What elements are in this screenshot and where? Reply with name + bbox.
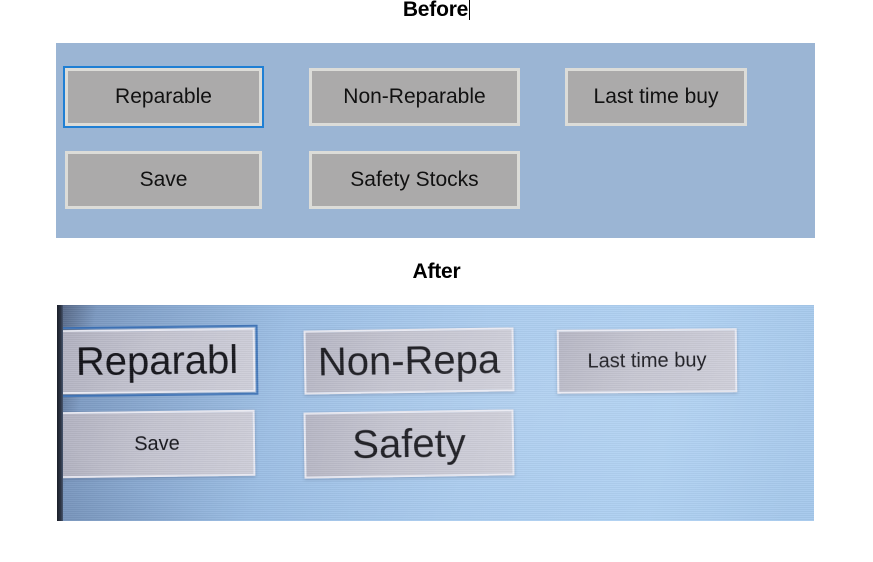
before-button-reparable[interactable]: Reparable (63, 66, 264, 128)
before-button-safety-stocks[interactable]: Safety Stocks (309, 151, 520, 209)
after-button-reparable-label: Reparabl (75, 337, 239, 384)
before-button-save[interactable]: Save (65, 151, 262, 209)
section-title-before: Before (0, 0, 873, 22)
monitor-bezel-edge (57, 305, 63, 521)
section-title-before-label: Before (402, 0, 469, 21)
before-button-reparable-label: Reparable (115, 85, 212, 108)
after-button-last-time-buy[interactable]: Last time buy (556, 328, 738, 394)
after-button-last-time-buy-label: Last time buy (587, 348, 707, 373)
text-caret (469, 0, 471, 20)
after-button-reparable[interactable]: Reparabl (57, 324, 259, 398)
before-button-save-label: Save (139, 168, 188, 191)
after-button-non-reparable[interactable]: Non-Repa (303, 327, 515, 395)
before-button-last-time-buy[interactable]: Last time buy (565, 68, 747, 126)
section-title-after: After (0, 260, 873, 284)
before-ui-panel: Reparable Non-Reparable Last time buy Sa… (56, 43, 815, 238)
after-button-non-reparable-label: Non-Repa (317, 337, 501, 384)
before-button-last-time-buy-label: Last time buy (593, 85, 719, 108)
before-button-non-reparable[interactable]: Non-Reparable (309, 68, 520, 126)
after-ui-photo-panel: Reparabl Non-Repa Last time buy Save Saf… (57, 305, 814, 521)
after-button-safety-stocks[interactable]: Safety (303, 409, 515, 479)
before-button-safety-stocks-label: Safety Stocks (350, 168, 479, 191)
after-button-safety-stocks-label: Safety (351, 420, 467, 467)
before-button-non-reparable-label: Non-Reparable (343, 85, 486, 108)
after-button-save-label: Save (134, 432, 180, 455)
after-button-save[interactable]: Save (58, 409, 256, 479)
section-title-after-label: After (412, 260, 461, 283)
